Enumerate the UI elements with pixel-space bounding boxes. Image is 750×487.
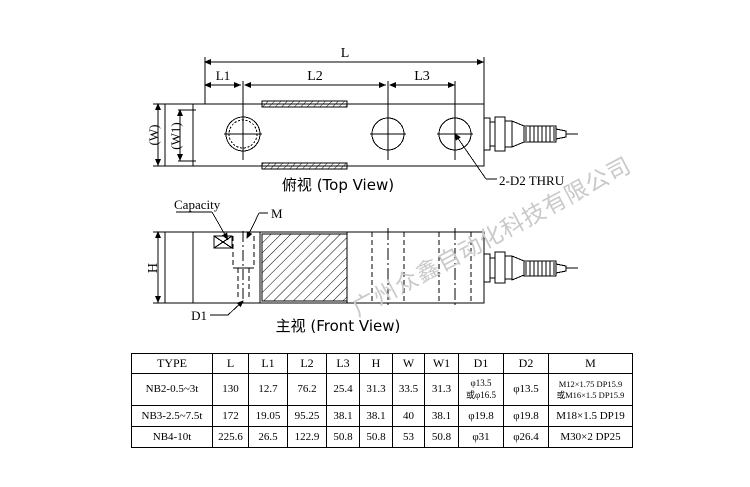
- capacity-plate: [213, 235, 233, 249]
- cell-d1-line1: φ13.5: [470, 378, 492, 389]
- cell-m: M30×2 DP25: [548, 426, 633, 448]
- front-view-hole-centerlines: [387, 228, 456, 307]
- cell-l: 225.6: [212, 426, 249, 448]
- caption-top-view: 俯视 (Top View): [282, 176, 394, 194]
- cell-type: NB3-2.5~7.5t: [131, 405, 213, 427]
- cell-d2: φ19.8: [503, 405, 549, 427]
- header-l3: L3: [326, 353, 360, 374]
- cell-h: 50.8: [359, 426, 393, 448]
- cell-l3: 38.1: [326, 405, 360, 427]
- dimension-W: [153, 103, 170, 167]
- header-l1: L1: [248, 353, 288, 374]
- cell-l3: 25.4: [326, 373, 360, 406]
- cell-m: M12×1.75 DP15.9 或M16×1.5 DP15.9: [548, 373, 633, 406]
- top-view-hole-middle: [370, 113, 406, 155]
- cell-w1: 31.3: [424, 373, 459, 406]
- header-h: H: [359, 353, 393, 374]
- top-view-mounting-hole-left: [224, 113, 262, 155]
- leader-hole-d1: [210, 300, 244, 316]
- table-row: NB4-10t 225.6 26.5 122.9 50.8 50.8 53 50…: [131, 426, 633, 448]
- label-dimension-L3: L3: [414, 69, 430, 84]
- label-2-d2-thru: 2-D2 THRU: [499, 173, 565, 188]
- dimension-H: [153, 231, 170, 304]
- cell-d2: φ26.4: [503, 426, 549, 448]
- cell-w1: 38.1: [424, 405, 459, 427]
- cell-d1: φ31: [458, 426, 504, 448]
- header-w: W: [392, 353, 425, 374]
- table-row: NB3-2.5~7.5t 172 19.05 95.25 38.1 38.1 4…: [131, 405, 633, 427]
- cell-d1-line2: 或φ16.5: [466, 389, 496, 400]
- header-m: M: [548, 353, 633, 374]
- cell-type: NB2-0.5~3t: [131, 373, 213, 406]
- label-hole-d1: D1: [191, 308, 207, 323]
- cell-l1: 26.5: [248, 426, 288, 448]
- header-d1: D1: [458, 353, 504, 374]
- cell-m-line2: 或M16×1.5 DP15.9: [556, 389, 625, 400]
- cell-l2: 122.9: [287, 426, 327, 448]
- dimension-L: [204, 57, 485, 104]
- cell-d2: φ13.5: [503, 373, 549, 406]
- label-dimension-H: H: [146, 263, 161, 273]
- cell-l1: 12.7: [248, 373, 288, 406]
- cell-m-line1: M12×1.75 DP15.9: [558, 378, 623, 389]
- cable-spring: [523, 125, 557, 143]
- top-view-relief-strips: [261, 100, 348, 170]
- caption-front-view: 主视 (Front View): [276, 317, 401, 335]
- cell-l2: 76.2: [287, 373, 327, 406]
- spec-table: TYPE L L1 L2 L3 H W W1 D1 D2 M NB2-0.5~3…: [131, 353, 633, 448]
- cell-m: M18×1.5 DP19: [548, 405, 633, 427]
- label-dimension-L1: L1: [216, 68, 230, 83]
- cell-l2: 95.25: [287, 405, 327, 427]
- header-d2: D2: [503, 353, 549, 374]
- label-capacity: Capacity: [174, 197, 221, 212]
- cable-spring: [523, 260, 557, 277]
- table-row: NB2-0.5~3t 130 12.7 76.2 25.4 31.3 33.5 …: [131, 373, 633, 406]
- label-dimension-L: L: [341, 46, 350, 61]
- label-thread-m: M: [271, 206, 283, 221]
- table-header-row: TYPE L L1 L2 L3 H W W1 D1 D2 M: [131, 353, 633, 374]
- cell-l: 172: [212, 405, 249, 427]
- cell-d1: φ19.8: [458, 405, 504, 427]
- front-view-cable-gland: [483, 251, 578, 284]
- cell-w: 40: [392, 405, 425, 427]
- label-dimension-L2: L2: [307, 69, 323, 84]
- leader-thru-hole: [454, 133, 497, 180]
- header-w1: W1: [424, 353, 459, 374]
- cell-w1: 50.8: [424, 426, 459, 448]
- front-view-group: [153, 211, 578, 316]
- header-l2: L2: [287, 353, 327, 374]
- cell-w: 53: [392, 426, 425, 448]
- front-view-thread-centerline: [236, 231, 251, 303]
- dimension-W1: [177, 109, 196, 162]
- cell-type: NB4-10t: [131, 426, 213, 448]
- front-view-gauge-cavity: [261, 233, 348, 302]
- top-view-cable-gland: [483, 116, 578, 152]
- top-view-body: [164, 103, 485, 167]
- front-view-hidden-holes: [371, 232, 472, 303]
- cell-l3: 50.8: [326, 426, 360, 448]
- cell-d1: φ13.5 或φ16.5: [458, 373, 504, 406]
- label-dimension-W1: (W1): [168, 122, 183, 149]
- cell-l1: 19.05: [248, 405, 288, 427]
- cell-h: 31.3: [359, 373, 393, 406]
- header-type: TYPE: [131, 353, 213, 374]
- header-l: L: [212, 353, 249, 374]
- leader-capacity: [176, 211, 229, 241]
- label-dimension-W: (W): [146, 125, 161, 146]
- leader-thread-m: [246, 212, 268, 239]
- top-view-group: [153, 57, 578, 180]
- cell-w: 33.5: [392, 373, 425, 406]
- cell-h: 38.1: [359, 405, 393, 427]
- cell-l: 130: [212, 373, 249, 406]
- spec-table-container: TYPE L L1 L2 L3 H W W1 D1 D2 M NB2-0.5~3…: [131, 353, 633, 448]
